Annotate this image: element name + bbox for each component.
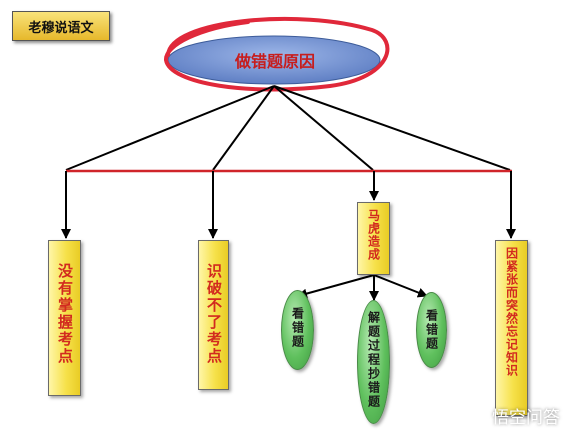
arrow-s1 [297, 274, 375, 299]
watermark-text: 悟空问答 [492, 407, 560, 428]
connector-root-c2 [212, 85, 275, 171]
cause-box-2: 识破不了考点 [198, 240, 229, 390]
connector-root-c3 [273, 85, 374, 171]
watermark-logo-icon [468, 405, 488, 425]
cause-box-3: 马虎造成 [357, 202, 390, 275]
arrow-s3 [373, 274, 428, 298]
subcause-label-1: 看错题 [290, 307, 305, 349]
cause-label-3: 马虎造成 [366, 209, 381, 261]
connector-root-c1 [65, 85, 275, 171]
cause-label-2: 识破不了考点 [205, 263, 223, 365]
brand-label: 老穆说语文 [28, 20, 94, 36]
annotation-circle [164, 17, 390, 92]
root-label: 做错题原因 [234, 52, 315, 71]
root-node: 做错题原因 [170, 45, 380, 75]
connector-root-c4 [273, 85, 511, 171]
brand-tag: 老穆说语文 [12, 11, 110, 41]
subcause-bubble-3: 看错题 [416, 292, 447, 368]
subcause-bubble-2: 解题过程抄错题 [357, 300, 390, 424]
cause-label-4: 因紧张而突然忘记知识 [504, 247, 519, 377]
subcause-label-3: 看错题 [424, 309, 439, 351]
cause-label-1: 没有掌握考点 [56, 263, 74, 365]
cause-box-4: 因紧张而突然忘记知识 [495, 240, 528, 416]
watermark: 悟空问答 [468, 400, 580, 430]
subcause-label-2: 解题过程抄错题 [366, 311, 381, 409]
cause-box-1: 没有掌握考点 [48, 240, 81, 396]
subcause-bubble-1: 看错题 [281, 290, 314, 370]
